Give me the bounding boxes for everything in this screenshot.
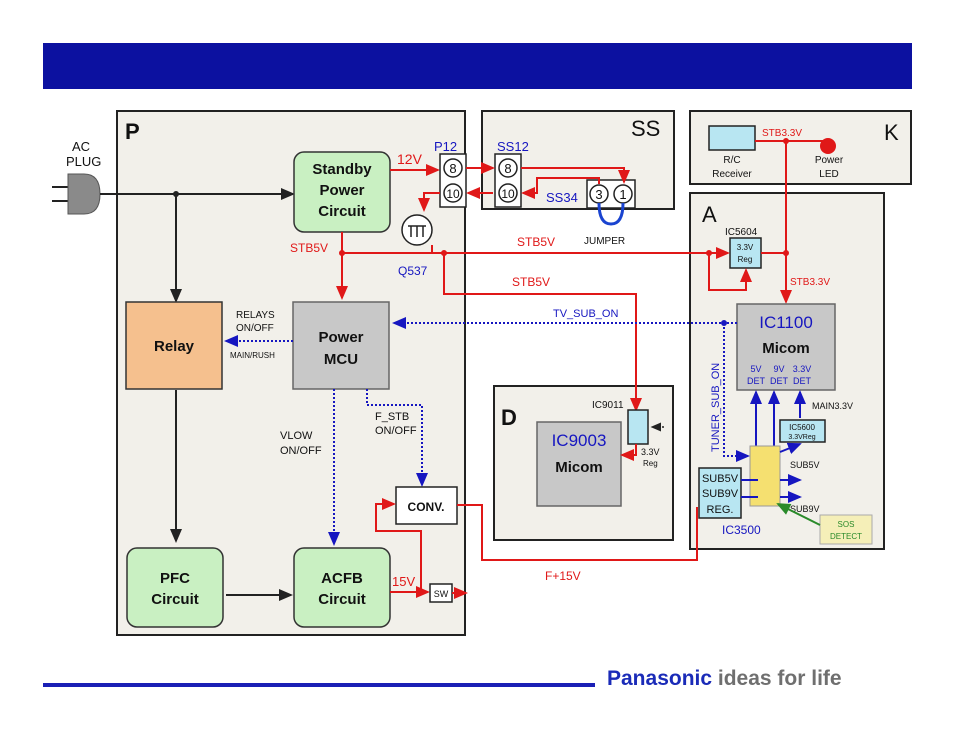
sos-detect [819,514,873,545]
f-stb-label-1: F_STB [375,411,409,423]
ic9011-reg-2: Reg [643,459,658,468]
relay-label: Relay [154,338,195,355]
acfb-label-2: Circuit [318,591,366,608]
relays-onoff-2: ON/OFF [236,323,274,334]
sub9v-label: SUB9V [702,488,739,500]
brand-tagline: ideas for life [717,667,842,690]
ic1100-micom-label: Micom [762,340,810,357]
ic9011-regulator [627,409,649,445]
mcu-label-2: MCU [324,351,358,368]
ic5604-label: IC5604 [725,227,758,238]
ic1100-label: IC1100 [759,313,813,332]
ic3500-sub-reg [698,467,742,519]
f15v-label: F+15V [545,569,581,583]
tv-sub-on-label: TV_SUB_ON [553,308,618,320]
vlow-label-2: ON/OFF [280,445,322,457]
sw-label: SW [434,589,449,599]
acfb-label-1: ACFB [321,570,363,587]
v12-label: 12V [397,151,423,167]
rc-label-1: R/C [723,155,740,166]
power-mcu-block [292,301,390,390]
standby-label-2: Power [319,182,364,199]
relays-onoff-1: RELAYS [236,310,275,321]
det-b: DET [770,376,789,386]
header-bar [43,43,912,89]
board-p-label: P [125,119,140,144]
p12-pin8: 8 [449,161,456,176]
v15-label: 15V [392,574,415,589]
ac-plug-label-2: PLUG [66,154,101,169]
power-led-icon [820,138,836,154]
f-stb-label-2: ON/OFF [375,425,417,437]
ss12-label: SS12 [497,139,529,154]
jumper-label: JUMPER [584,236,625,247]
rc-label-2: Receiver [712,169,752,180]
ic9003-label: IC9003 [552,431,607,450]
standby-label-3: Circuit [318,203,366,220]
ic9011-reg-1: 3.3V [641,447,660,457]
stb5v-label-1: STB5V [290,241,328,255]
ac-plug-label: AC [72,139,90,154]
stb5v-label-2: STB5V [517,235,555,249]
led-label-1: Power [815,155,844,166]
reg-label: REG. [707,504,734,516]
conv-label: CONV. [408,500,445,514]
brand-logo: Panasonic ideas for life [607,667,842,691]
board-d-label: D [501,405,517,430]
pfc-label-1: PFC [160,570,190,587]
p12-pin10: 10 [446,187,460,201]
q537-label: Q537 [398,264,428,278]
ss34-label: SS34 [546,190,578,205]
ic5600-regulator [779,419,826,443]
sub5v-out-label: SUB5V [790,460,820,470]
ic9003-micom [536,421,622,507]
ic1100-micom [736,303,836,391]
ic5604-reg-2: Reg [738,255,753,264]
standby-label-1: Standby [312,161,372,178]
brand-name: Panasonic [607,667,713,690]
sub5v-label: SUB5V [702,473,739,485]
rc-receiver [708,125,756,151]
det-5v: 5V [750,364,761,374]
ss12-pin10: 10 [501,187,515,201]
sos-label-2: DETECT [830,532,862,541]
stb5v-label-3: STB5V [512,275,550,289]
ic5600-label-1: IC5600 [789,423,815,432]
board-ss-label: SS [631,116,660,141]
ss34-pin3: 3 [595,187,602,202]
stb33-mid-label: STB3.3V [790,277,830,288]
ac-plug-icon [52,173,101,215]
ic5600-label-2: 3.3VReg [788,434,815,441]
stb33-top-label: STB3.3V [762,128,802,139]
ss12-pin8: 8 [504,161,511,176]
ss34-pin1: 1 [619,187,626,202]
sub9v-out-label: SUB9V [790,504,820,514]
det-9v: 9V [773,364,784,374]
main-rush-label: MAIN/RUSH [230,351,275,360]
acfb-circuit [293,547,391,628]
main33-label: MAIN3.3V [812,401,853,411]
mcu-label-1: Power [318,329,363,346]
led-label-2: LED [819,169,838,180]
pfc-circuit [126,547,224,628]
board-a-label: A [702,202,717,227]
p12-label: P12 [434,139,457,154]
relay-block [125,301,223,390]
det-c: DET [793,376,812,386]
ic5604-reg-1: 3.3V [737,243,754,252]
vlow-label-1: VLOW [280,430,313,442]
pfc-label-2: Circuit [151,591,199,608]
ic9003-micom-label: Micom [555,459,603,476]
tuner-sub-on-label: TUNER_SUB_ON [710,363,722,452]
board-k-label: K [884,120,899,145]
footer-line [43,683,595,687]
ic9011-label: IC9011 [592,400,624,411]
det-33v: 3.3V [793,364,812,374]
ic3500-label: IC3500 [722,523,761,537]
det-a: DET [747,376,766,386]
sos-label-1: SOS [838,520,855,529]
